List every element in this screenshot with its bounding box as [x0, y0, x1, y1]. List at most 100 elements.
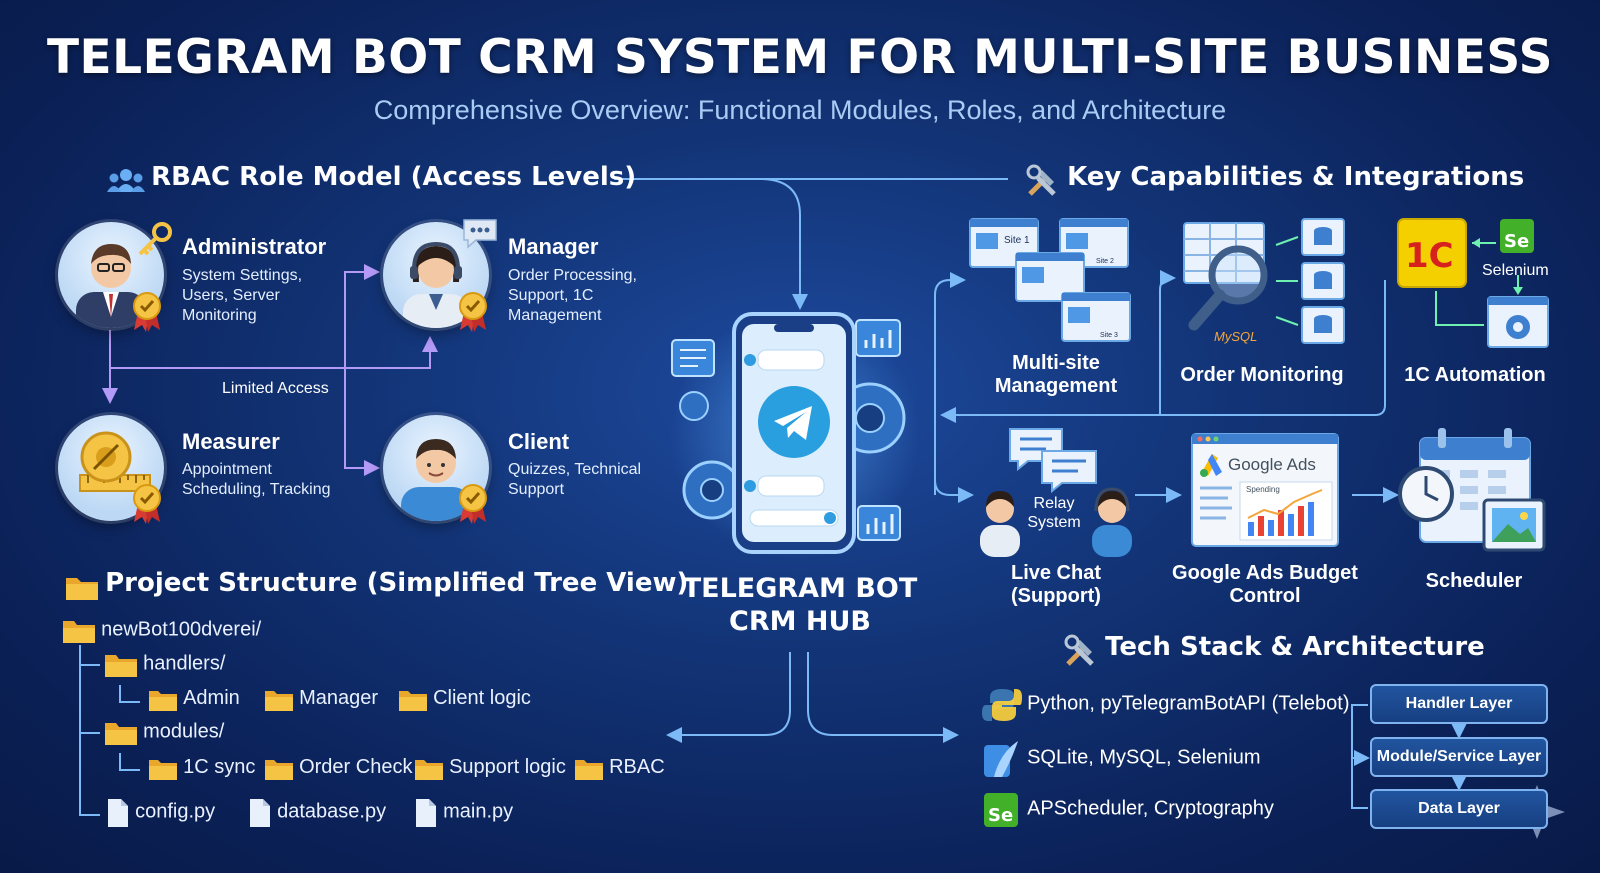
tech-item-python: Python, pyTelegramBotAPI (Telebot) — [982, 687, 1349, 723]
page-title: TELEGRAM BOT CRM SYSTEM FOR MULTI-SITE B… — [46, 30, 1554, 85]
hub-title-line2: CRM HUB — [729, 606, 871, 637]
tree-module-order-label: Order Check — [299, 756, 413, 778]
client-person-icon — [401, 439, 471, 521]
tree-handler-manager: Manager — [264, 687, 378, 712]
tree-module-support-label: Support logic — [449, 756, 566, 778]
selenium-logo-icon: Se — [1500, 219, 1534, 253]
measurer-desc: Appointment Scheduling, Tracking — [182, 461, 331, 498]
tree-file-config: config.py — [106, 798, 215, 828]
tools-icon — [1064, 634, 1094, 666]
site3-label: Site 3 — [1100, 332, 1118, 339]
hub-graphic — [670, 310, 920, 560]
tree-file-database: database.py — [248, 798, 386, 828]
tree-handlers-label: handlers/ — [143, 652, 226, 675]
scheduler-label: Scheduler — [1425, 570, 1523, 592]
tech-item-python-label: Python, pyTelegramBotAPI (Telebot) — [1027, 692, 1350, 715]
onec-automation-label: 1C Automation — [1404, 364, 1546, 386]
person-icon — [980, 491, 1020, 557]
limited-access-label: Limited Access — [222, 380, 329, 397]
tree-module-1c-label: 1C sync — [183, 756, 256, 778]
tree-handlers: handlers/ — [104, 652, 225, 678]
selenium-label: Selenium — [1482, 262, 1549, 279]
tree-handler-admin-label: Admin — [183, 687, 240, 709]
database-icon — [1301, 262, 1345, 300]
page-subtitle: Comprehensive Overview: Functional Modul… — [373, 95, 1227, 125]
file-icon — [416, 799, 436, 827]
key-icon — [138, 222, 172, 256]
administrator-desc: System Settings, Users, Server Monitorin… — [182, 267, 303, 324]
tree-module-support: Support logic — [414, 756, 566, 781]
selenium-logo-icon: Se — [984, 793, 1018, 827]
folder-icon — [105, 723, 137, 745]
users-icon — [107, 168, 145, 192]
chat-bubble-icon — [463, 219, 497, 249]
python-logo-icon — [982, 689, 1022, 721]
tree-module-rbac: RBAC — [574, 756, 665, 781]
client-badge-icon — [459, 484, 487, 524]
database-icon — [1301, 218, 1345, 256]
handler-layer-box: Handler Layer — [1370, 684, 1548, 724]
order-monitoring-icon: MySQL — [1183, 218, 1345, 344]
support-agent-icon — [1092, 487, 1132, 557]
tree-handler-client: Client logic — [398, 687, 531, 712]
folder-icon — [63, 621, 95, 643]
tree-root: newBot100dverei/ — [62, 618, 261, 644]
administrator-badge-icon — [133, 292, 161, 332]
chart-panel-icon — [855, 319, 901, 357]
tech-heading-text: Tech Stack & Architecture — [1105, 632, 1485, 662]
folder-icon — [399, 690, 427, 711]
site2-label: Site 2 — [1096, 258, 1114, 265]
tree-module-rbac-label: RBAC — [609, 756, 665, 778]
file-icon — [108, 799, 128, 827]
tech-section-heading: Tech Stack & Architecture — [1062, 632, 1485, 668]
tree-file-main-label: main.py — [443, 800, 514, 823]
tape-measure-icon — [79, 431, 151, 492]
mysql-label: MySQL — [1214, 329, 1257, 344]
onec-logo-text: 1C — [1405, 236, 1454, 276]
tools-icon — [1026, 164, 1056, 196]
administrator-name: Administrator — [182, 234, 327, 259]
tree-modules: modules/ — [104, 720, 224, 746]
client-desc: Quizzes, Technical Support — [508, 461, 642, 498]
google-ads-label: Google Ads Budget Control — [1172, 562, 1358, 607]
folder-icon — [415, 759, 443, 780]
manager-name: Manager — [508, 234, 599, 259]
manager-desc: Order Processing, Support, 1C Management — [508, 267, 637, 324]
settings-gear-icon — [1487, 296, 1549, 348]
manager-person-icon — [403, 241, 469, 328]
measurer-badge-icon — [133, 484, 161, 524]
tree-modules-label: modules/ — [143, 720, 225, 743]
tree-file-database-label: database.py — [277, 800, 387, 823]
rbac-heading-text: RBAC Role Model (Access Levels) — [151, 162, 637, 192]
telegram-logo-icon — [758, 386, 830, 458]
tech-item-sqlite-label: SQLite, MySQL, Selenium — [1027, 746, 1261, 769]
tech-item-apscheduler-label: APScheduler, Cryptography — [1027, 797, 1274, 820]
capabilities-heading-text: Key Capabilities & Integrations — [1067, 162, 1525, 192]
module-service-layer-box: Module/Service Layer — [1370, 737, 1548, 777]
tree-handler-client-label: Client logic — [433, 687, 531, 709]
google-ads-logo-icon — [1200, 454, 1222, 477]
client-name: Client — [508, 429, 570, 454]
project-section-heading: Project Structure (Simplified Tree View) — [64, 568, 688, 602]
tree-file-config-label: config.py — [135, 800, 216, 823]
folder-icon — [66, 577, 98, 600]
tree-root-label: newBot100dverei/ — [101, 618, 262, 641]
folder-icon — [149, 690, 177, 711]
selenium-se-text: Se — [1504, 231, 1529, 252]
tree-handler-manager-label: Manager — [299, 687, 379, 709]
tech-item-apscheduler: Se APScheduler, Cryptography — [982, 791, 1274, 829]
image-icon — [1482, 498, 1546, 552]
live-chat-label: Live Chat (Support) — [1010, 562, 1102, 607]
data-layer-box: Data Layer — [1370, 789, 1548, 829]
tech-item-sqlite: SQLite, MySQL, Selenium — [982, 739, 1261, 779]
multi-site-icon: Site 1 Site 2 Site 3 — [969, 218, 1131, 342]
tree-module-order: Order Check — [264, 756, 412, 781]
relay-system-label: Relay System — [1027, 495, 1081, 531]
database-icon — [1301, 306, 1345, 344]
folder-icon — [265, 690, 293, 711]
tree-handler-admin: Admin — [148, 687, 240, 712]
clock-icon — [1398, 466, 1454, 522]
live-chat-icon — [980, 428, 1132, 557]
capabilities-section-heading: Key Capabilities & Integrations — [1024, 162, 1524, 198]
site1-label: Site 1 — [1004, 235, 1030, 246]
